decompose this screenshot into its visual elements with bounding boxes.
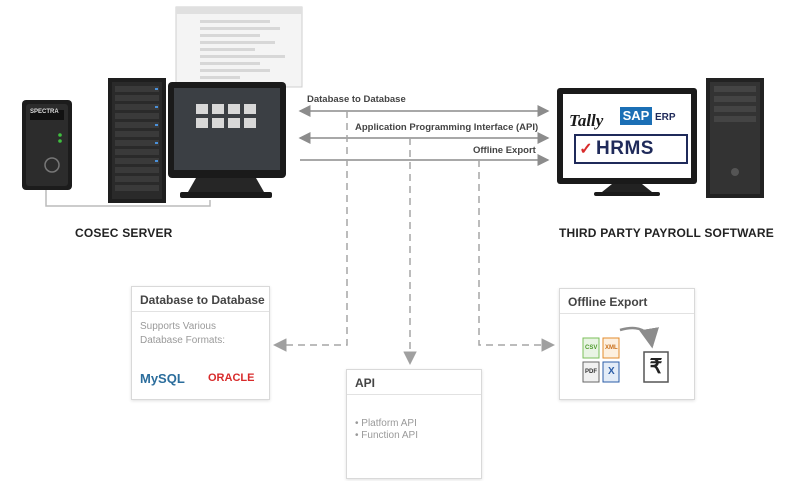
rupee-symbol: ₹: [649, 356, 663, 378]
api-card-title: API: [355, 376, 376, 390]
pdf-file-label: PDF: [585, 369, 597, 375]
db-card-line1: Supports Various: [140, 321, 216, 332]
db-dashed-route: [273, 111, 348, 352]
api-item-platform: • Platform API: [355, 418, 417, 429]
tally-logo: Tally: [569, 111, 604, 130]
app-window-screenshot: [175, 6, 303, 88]
offline-export-card: Offline Export: [559, 288, 695, 400]
desktop-tower-icon: [706, 78, 764, 198]
db-to-db-card: Database to Database Supports Various Da…: [131, 286, 270, 400]
db-to-db-label: Database to Database: [307, 94, 406, 105]
api-item-function-text: Function API: [361, 430, 418, 441]
device-brand-label: SPECTRA: [30, 109, 59, 115]
db-card-line2: Database Formats:: [140, 335, 226, 346]
file-format-icons: [582, 337, 620, 383]
export-dashed-route: [478, 160, 555, 352]
db-card-title: Database to Database: [140, 293, 265, 307]
biometric-device-icon: [22, 100, 72, 190]
oracle-logo: ORACLE: [208, 372, 255, 384]
third-party-payroll-heading: THIRD PARTY PAYROLL SOFTWARE: [559, 226, 774, 240]
api-card: API • Platform API • Function API: [346, 369, 482, 479]
excel-file-label: X: [608, 366, 615, 377]
db-card-divider: [132, 311, 269, 312]
api-item-platform-text: Platform API: [361, 418, 417, 429]
hrms-logo-text: HRMS: [596, 138, 654, 159]
sap-logo-text: SAP: [622, 108, 650, 123]
api-label: Application Programming Interface (API): [355, 122, 539, 133]
device-cable: [45, 190, 211, 207]
offline-export-label: Offline Export: [473, 145, 536, 156]
server-monitor-icon: [168, 82, 286, 198]
curved-export-arrow: [619, 326, 659, 349]
mysql-logo: MySQL: [140, 371, 185, 386]
rupee-document-icon: [643, 351, 669, 383]
xml-file-label: XML: [605, 345, 618, 351]
server-rack-icon: [108, 78, 166, 203]
api-item-function: • Function API: [355, 430, 418, 441]
cosec-server-heading: COSEC SERVER: [75, 226, 173, 240]
export-card-title: Offline Export: [568, 295, 648, 309]
erp-logo: ERP: [655, 112, 676, 123]
hrms-logo: ✓ HRMS: [574, 134, 688, 164]
export-card-divider: [560, 313, 694, 314]
api-card-divider: [347, 394, 481, 395]
sap-logo: SAP: [620, 107, 652, 125]
csv-file-label: CSV: [585, 345, 598, 351]
hrms-check-icon: ✓: [579, 141, 593, 158]
